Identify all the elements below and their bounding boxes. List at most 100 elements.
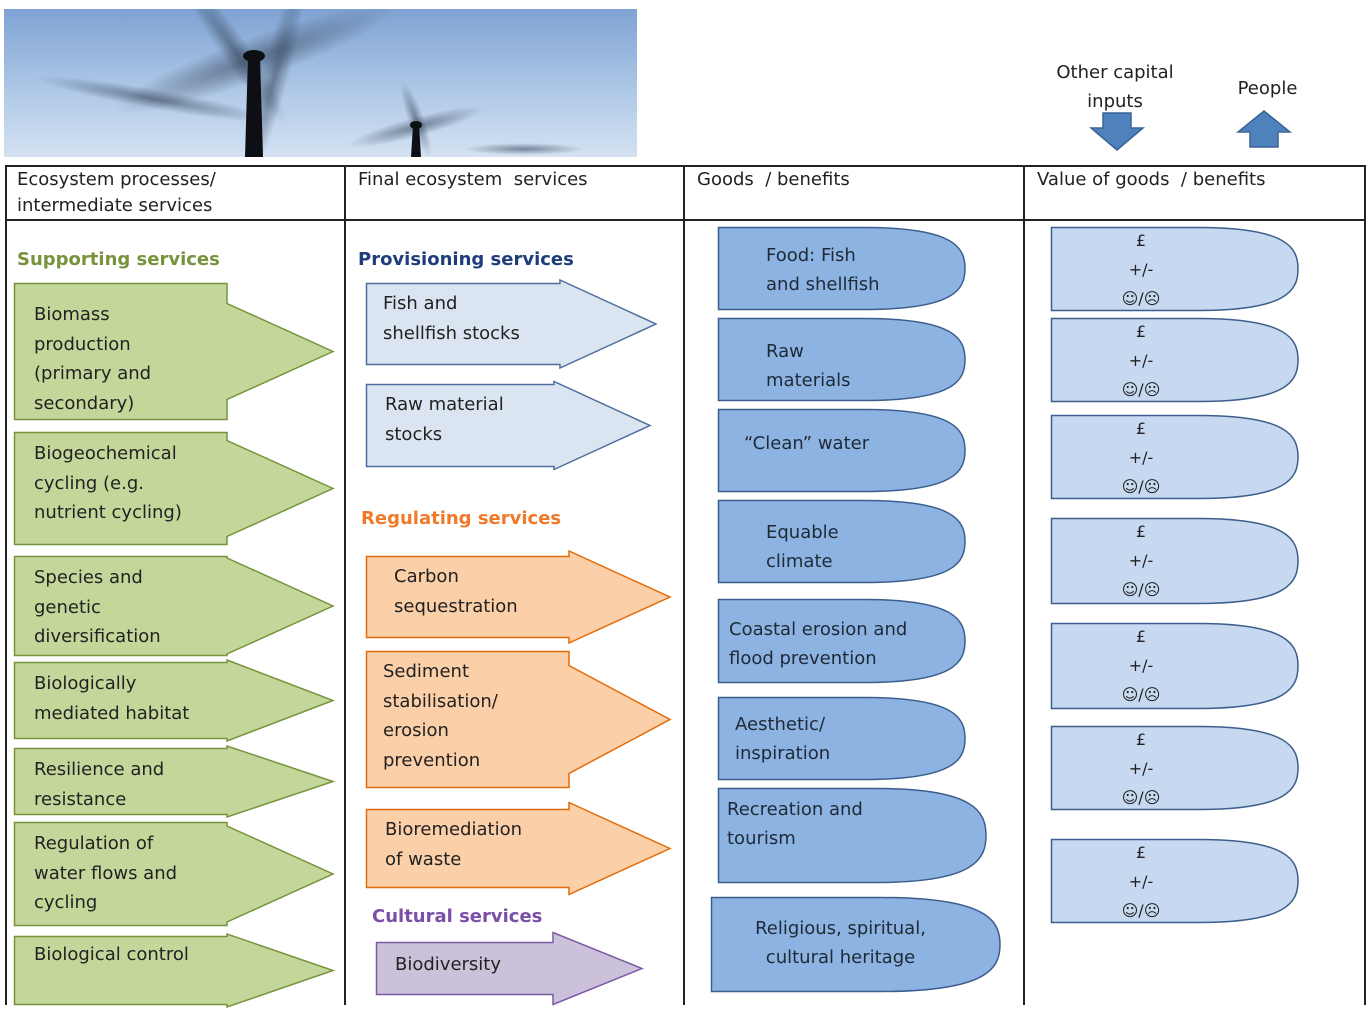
provisioning-service-1: Fish and shellfish stocks [365, 278, 658, 370]
table-border-left [5, 165, 7, 1005]
provisioning-services-title: Provisioning services [358, 249, 574, 270]
supporting-service-arrow-shape [13, 821, 335, 927]
value-change: +/- [1128, 872, 1154, 891]
good-benefit-shape [717, 408, 966, 493]
value-shape [1050, 226, 1299, 312]
supporting-service-1: Biomass production (primary and secondar… [13, 282, 335, 421]
value-currency: £ [1135, 231, 1147, 250]
cultural-service-1-shape [375, 931, 645, 1006]
good-benefit-shape [717, 598, 966, 684]
good-benefit-7: Recreation and tourism [717, 787, 987, 884]
provisioning-service-1-label: Fish and shellfish stocks [383, 293, 520, 344]
supporting-service-5: Resilience and resistance [13, 744, 336, 819]
value-currency: £ [1135, 843, 1147, 862]
supporting-service-7: Biological control [13, 932, 336, 1009]
good-benefit-5: Coastal erosion and flood prevention [717, 598, 966, 684]
column-divider-1 [344, 165, 346, 1005]
good-benefit-6: Aesthetic/ inspiration [717, 696, 966, 781]
regulating-service-2-shape [365, 650, 672, 789]
value-sentiment: ☺/☹ [1121, 901, 1161, 920]
column-header-value-of-goods: Value of goods / benefits [1037, 169, 1266, 190]
provisioning-service-1-shape [365, 278, 658, 370]
value-shape [1050, 725, 1299, 811]
value-sentiment: ☺/☹ [1121, 580, 1161, 599]
supporting-service-label: Biologically mediated habitat [34, 673, 190, 724]
column-header-final-ecosystem-services: Final ecosystem services [358, 169, 588, 190]
regulating-service-3-shape [365, 801, 672, 896]
value-shape [1050, 517, 1299, 605]
regulating-service-2: Sediment stabilisation/ erosion preventi… [365, 650, 672, 789]
value-currency: £ [1135, 730, 1147, 749]
value-change: +/- [1128, 551, 1154, 570]
cultural-service-1: Biodiversity [375, 931, 645, 1006]
good-benefit-label: Raw materials [766, 341, 851, 391]
supporting-service-label: Biological control [34, 944, 189, 965]
regulating-service-3-label: Bioremediation of waste [385, 819, 522, 870]
provisioning-service-2-shape [365, 380, 652, 471]
supporting-service-arrow-shape [13, 431, 335, 546]
supporting-service-arrow-shape [13, 744, 336, 819]
value-shape [1050, 317, 1299, 403]
good-benefit-label: Aesthetic/ inspiration [735, 714, 831, 764]
regulating-service-3: Bioremediation of waste [365, 801, 672, 896]
supporting-service-label: Resilience and resistance [34, 759, 165, 810]
good-benefit-label: Religious, spiritual, cultural heritage [755, 918, 926, 968]
supporting-service-2: Biogeochemical cycling (e.g. nutrient cy… [13, 431, 335, 546]
good-benefit-shape [710, 896, 1001, 993]
value-currency: £ [1135, 522, 1147, 541]
good-benefit-shape [717, 787, 987, 884]
column-header-ecosystem-processes: Ecosystem processes/ intermediate servic… [17, 169, 216, 216]
up-arrow-icon [1235, 110, 1293, 154]
value-sentiment: ☺/☹ [1121, 289, 1161, 308]
table-border-right [1364, 165, 1366, 1005]
value-change: +/- [1128, 351, 1154, 370]
column-header-goods-benefits: Goods / benefits [697, 169, 850, 190]
supporting-service-label: Biogeochemical cycling (e.g. nutrient cy… [34, 443, 182, 523]
value-of-benefit-7: £ +/- ☺/☹ [1050, 838, 1299, 924]
good-benefit-shape [717, 226, 966, 311]
good-benefit-shape [717, 499, 966, 584]
good-benefit-4: Equable climate [717, 499, 966, 584]
value-of-benefit-1: £+/-☺/☹ [1050, 226, 1299, 312]
supporting-service-arrow-shape [13, 282, 335, 421]
wind-turbine-banner-image [4, 0, 637, 186]
value-of-benefit-6: £+/-☺/☹ [1050, 725, 1299, 811]
value-change: +/- [1128, 759, 1154, 778]
value-shape [1050, 414, 1299, 500]
provisioning-service-2: Raw material stocks [365, 380, 652, 471]
good-benefit-3: “Clean” water [717, 408, 966, 493]
value-currency: £ [1135, 627, 1147, 646]
supporting-service-arrow-shape [13, 658, 336, 743]
value-currency: £ [1135, 322, 1147, 341]
value-sentiment: ☺/☹ [1121, 685, 1161, 704]
table-border-top [5, 165, 1365, 167]
value-change: +/- [1128, 656, 1154, 675]
value-of-benefit-2: £ +/- ☺/☹ [1050, 317, 1299, 403]
good-benefit-label: Recreation and tourism [727, 799, 863, 849]
supporting-service-label: Species and genetic diversification [34, 567, 161, 647]
regulating-service-2-label: Sediment stabilisation/ erosion preventi… [383, 661, 498, 771]
supporting-service-label: Biomass production (primary and secondar… [34, 304, 152, 414]
value-sentiment: ☺/☹ [1121, 380, 1161, 399]
value-sentiment: ☺/☹ [1121, 477, 1161, 496]
regulating-service-1: Carbon sequestration [365, 549, 672, 645]
cultural-services-title: Cultural services [372, 906, 543, 927]
value-of-benefit-5: £ +/- ☺/☹ [1050, 622, 1299, 710]
down-arrow-icon [1088, 112, 1146, 156]
supporting-service-4: Biologically mediated habitat [13, 658, 336, 743]
people-label: People [1237, 78, 1298, 99]
good-benefit-8: Religious, spiritual, cultural heritage [710, 896, 1001, 993]
regulating-services-title: Regulating services [361, 508, 562, 529]
regulating-service-1-label: Carbon sequestration [394, 566, 518, 617]
supporting-service-3: Species and genetic diversification [13, 555, 335, 657]
supporting-service-label: Regulation of water flows and cycling [34, 833, 178, 913]
good-benefit-label: “Clean” water [744, 433, 870, 454]
good-benefit-2: Raw materials [717, 317, 966, 402]
column-divider-2 [683, 165, 685, 1005]
other-capital-inputs-label: Other capital inputs [1056, 62, 1174, 112]
table-header-divider [5, 219, 1365, 221]
value-change: +/- [1128, 448, 1154, 467]
regulating-service-1-shape [365, 549, 672, 645]
good-benefit-label: Equable climate [766, 522, 839, 572]
